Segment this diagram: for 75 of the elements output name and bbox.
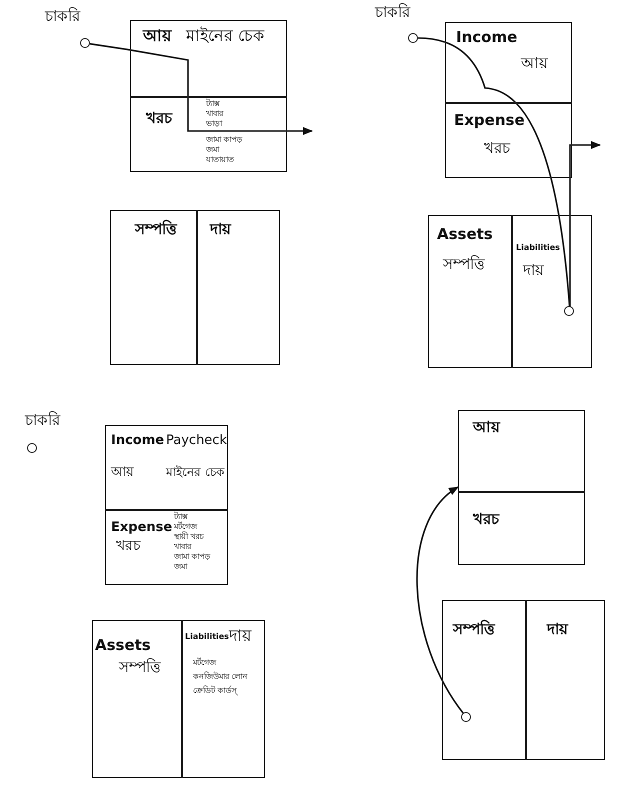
arrow — [416, 486, 465, 715]
job-label: চাকরি — [25, 412, 60, 428]
connector-line — [90, 43, 130, 51]
section-text: মাইনের চেক — [186, 27, 264, 45]
list-item: জামা কাপড় — [206, 136, 243, 145]
connector-line — [515, 102, 570, 308]
list-item: ভাড়া — [206, 120, 222, 129]
connector-line — [130, 49, 189, 97]
section-text: আয় — [521, 55, 548, 72]
income-box — [130, 20, 287, 97]
list-item: মর্টগেজ — [193, 659, 216, 668]
connection-dot — [461, 712, 472, 722]
section-title: Income — [111, 434, 164, 448]
connection-dot — [564, 306, 574, 316]
section-text: মাইনের চেক — [166, 466, 224, 480]
section-title: দায় — [210, 221, 231, 238]
job-circle — [80, 38, 90, 48]
section-text: Paycheck — [166, 434, 227, 448]
job-label: চাকরি — [45, 8, 80, 24]
assets-box — [442, 600, 526, 760]
list-item: কনজিউমার লোন — [193, 673, 248, 682]
income-box — [445, 22, 572, 103]
job-circle — [27, 443, 37, 453]
section-title: খরচ — [146, 110, 172, 126]
arrow — [569, 141, 601, 178]
connector-line — [444, 41, 517, 104]
list-item: খাবার — [174, 543, 191, 552]
assets-box — [92, 620, 182, 778]
assets-box — [428, 215, 512, 368]
section-title: Expense — [454, 112, 525, 128]
connector-line — [418, 37, 446, 43]
section-title: Assets — [95, 637, 151, 654]
list-item: ট্যাক্স — [174, 513, 188, 522]
expense-box — [445, 103, 572, 178]
liabilities-box — [512, 215, 592, 368]
list-item: খাবার — [206, 110, 223, 119]
section-text: খরচ — [484, 140, 510, 156]
section-title: সম্পত্তি — [135, 221, 177, 238]
section-title: খরচ — [473, 511, 499, 528]
section-title: Expense — [111, 521, 172, 536]
income-box — [458, 410, 585, 492]
list-item: যাতায়াত — [206, 156, 234, 165]
list-item: ট্যাক্স — [206, 100, 220, 109]
job-label: চাকরি — [375, 4, 410, 20]
section-text: সম্পত্তি — [119, 659, 161, 676]
arrow — [187, 97, 313, 135]
income-box — [105, 425, 228, 510]
section-text: দায় — [523, 262, 544, 278]
section-text: আয় — [111, 466, 134, 480]
section-title: দায় — [547, 621, 568, 638]
liabilities-box — [197, 210, 280, 365]
section-title: আয় — [143, 27, 171, 45]
job-circle — [408, 33, 418, 43]
list-item: জমা — [174, 563, 187, 572]
assets-box — [110, 210, 197, 365]
expense-box — [105, 510, 228, 585]
section-text: সম্পত্তি — [443, 256, 485, 272]
list-item: জামা কাপড় — [174, 553, 211, 562]
section-text: দায় — [229, 627, 251, 645]
connector-line — [569, 178, 571, 307]
liabilities-box — [182, 620, 265, 778]
section-title: আয় — [473, 419, 500, 436]
list-item: জমা — [206, 146, 219, 155]
section-title: Income — [456, 29, 518, 46]
list-item: মর্টগেজ — [174, 523, 197, 532]
expense-box — [458, 492, 585, 565]
section-title: সম্পত্তি — [453, 621, 495, 638]
section-title: Liabilities — [185, 633, 229, 642]
liabilities-box — [526, 600, 605, 760]
list-item: ক্রেডিট কার্ডস্ — [193, 687, 237, 696]
section-title: Assets — [437, 226, 493, 242]
list-item: স্থায়ী খরচ — [174, 533, 204, 542]
section-title: Liabilities — [516, 244, 560, 253]
section-text: খরচ — [116, 539, 141, 554]
expense-box — [130, 97, 287, 172]
